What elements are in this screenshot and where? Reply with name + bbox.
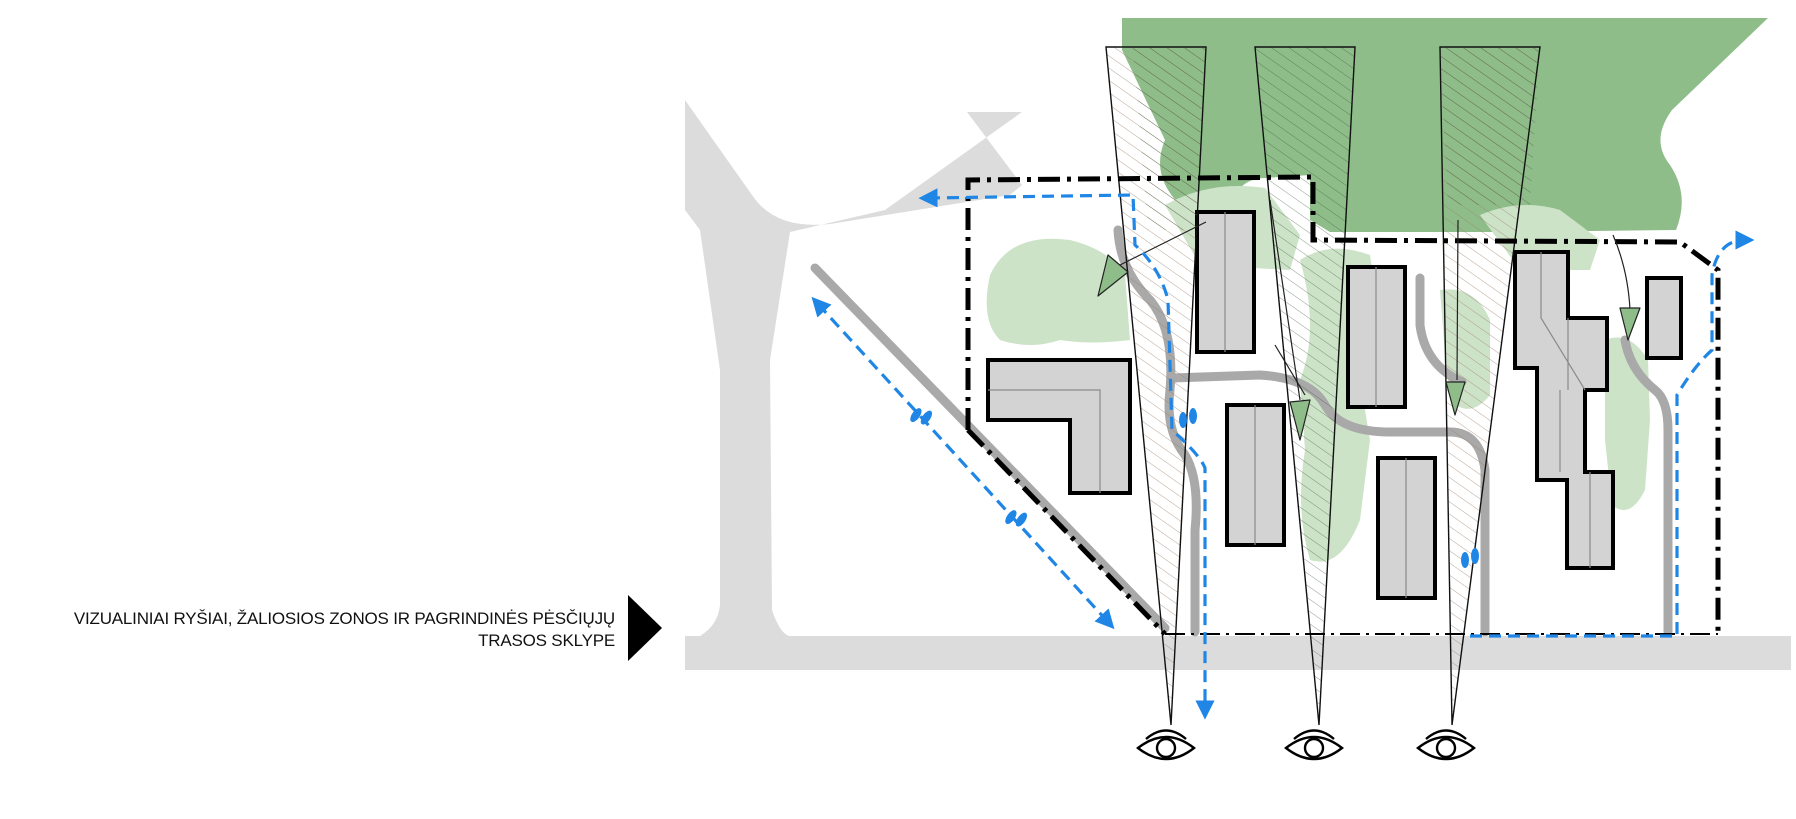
footprints-icon (1461, 548, 1479, 568)
view-arrow-5-icon (1612, 234, 1641, 341)
caption-line-2: TRASOS SKLYPE (478, 631, 615, 650)
side-road (685, 100, 1022, 637)
eye-icon (1416, 729, 1476, 761)
boundary-main (965, 174, 1721, 634)
building-4 (1376, 456, 1437, 600)
view-arrow-4-icon (1445, 219, 1466, 416)
footprints-icon (910, 408, 933, 425)
eye-icon (1284, 729, 1344, 761)
building-2 (1225, 403, 1286, 547)
view-cone-3-forest (1440, 47, 1540, 205)
building-small (1645, 276, 1683, 360)
eye-icon (1136, 729, 1196, 761)
roads (685, 100, 1791, 670)
pedestrian-route-diagonal (811, 296, 1115, 630)
building-3 (1346, 265, 1407, 409)
building-1 (1195, 210, 1256, 354)
footprints (910, 408, 1479, 568)
green-zone-east (1605, 337, 1650, 510)
footprints-icon (1179, 408, 1197, 428)
main-road (685, 636, 1791, 670)
diagram-caption: VIZUALINIAI RYŠIAI, ŽALIOSIOS ZONOS IR P… (60, 608, 615, 652)
footprints-icon (1005, 510, 1028, 527)
path-east (1620, 335, 1673, 637)
pedestrian-route-east (1470, 230, 1755, 638)
view-arrow-3-icon (1274, 344, 1306, 396)
viewpoints (1136, 729, 1476, 761)
pedestrian-routes (811, 188, 1755, 720)
caption-line-1: VIZUALINIAI RYŠIAI, ŽALIOSIOS ZONOS IR P… (73, 609, 615, 628)
building-stepped (1513, 250, 1615, 570)
caption-pointer-arrow-icon (628, 595, 662, 661)
view-cone-2 (1254, 46, 1356, 726)
view-cone-1-forest (1133, 47, 1206, 230)
boundary-diagonal (966, 428, 1167, 636)
view-arrow-2-icon (1269, 199, 1311, 441)
